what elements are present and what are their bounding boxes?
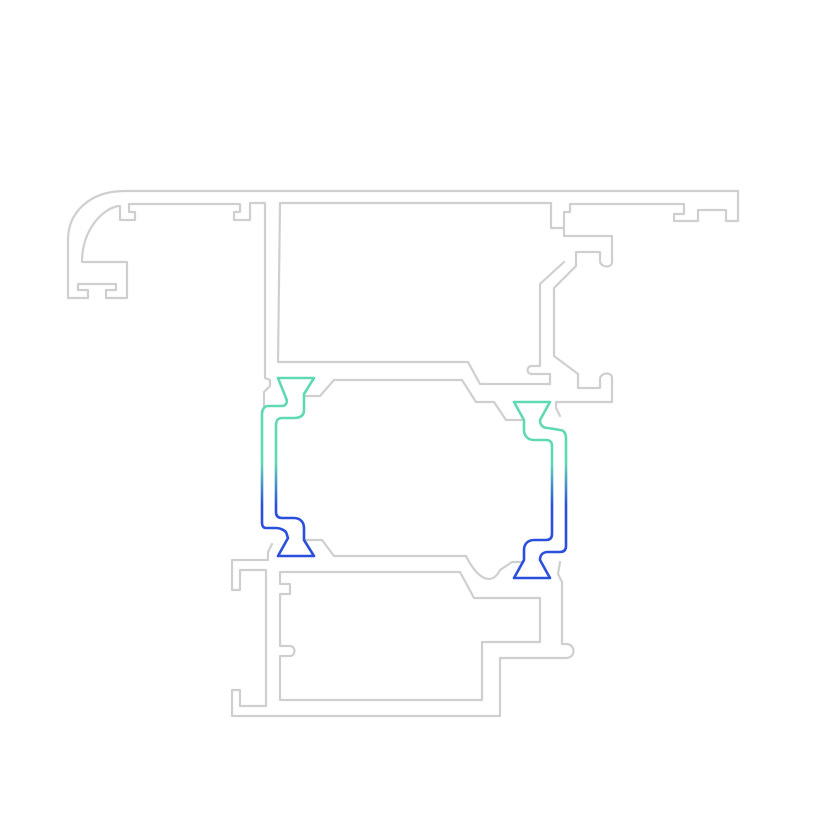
thermal-break-right — [512, 400, 568, 580]
lower-profile — [230, 542, 575, 718]
thermal-break-left-strip — [260, 376, 316, 558]
thermal-break-left — [260, 376, 316, 558]
lower-profile-outline — [230, 542, 575, 718]
center-chamber-outline — [304, 378, 524, 581]
frame-left-wall — [66, 201, 272, 408]
center-chamber-profile — [304, 378, 524, 581]
frame-upper-chamber — [276, 201, 566, 386]
outer-frame-profile — [66, 189, 740, 418]
frame-outline — [66, 189, 740, 418]
lower-inner-chamber — [278, 570, 542, 702]
thermal-break-right-strip — [512, 400, 568, 580]
